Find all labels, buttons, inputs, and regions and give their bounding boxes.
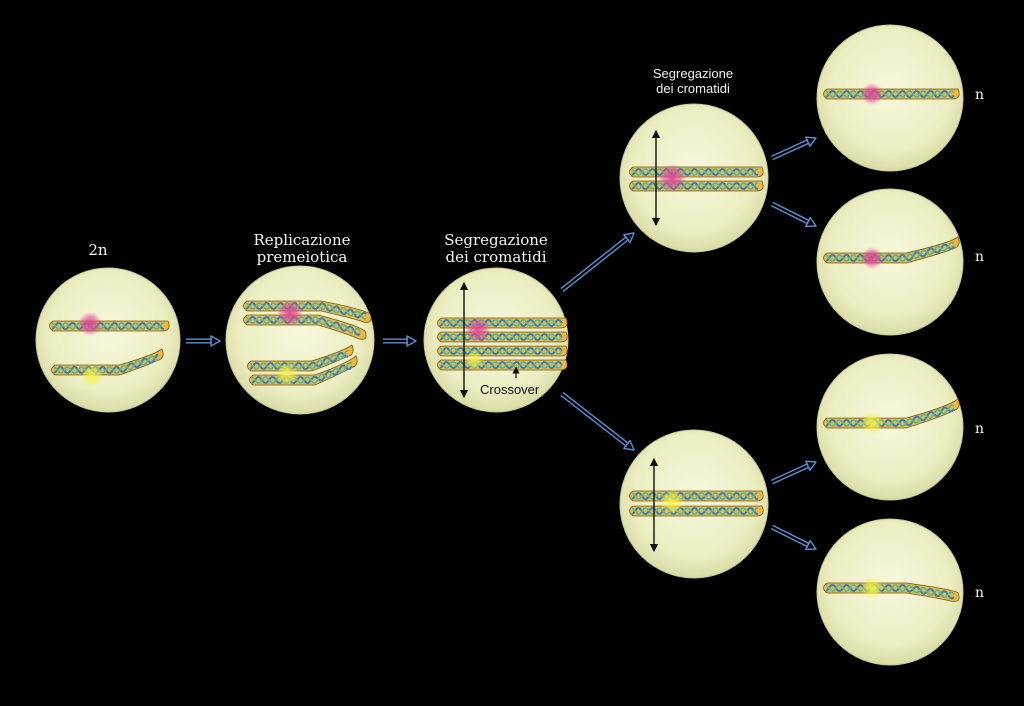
label-2n: 2n [88, 241, 108, 259]
daughter-cell-4 [816, 518, 964, 666]
label-crossover: Crossover [480, 382, 540, 397]
centromere-tetrad-magenta [465, 317, 491, 343]
arrow-to-daughter-3 [770, 460, 817, 485]
centromere-top [658, 164, 686, 192]
cell-layer [35, 24, 964, 666]
daughter-cell-2-chromosome [823, 236, 960, 264]
daughter-cell-1-chromosome [823, 88, 960, 100]
tetrad-chromatid-3 [437, 345, 568, 357]
cell-2n-circle [35, 267, 181, 413]
centromere-magenta [78, 312, 102, 336]
tetrad-chromatid-2 [437, 331, 568, 343]
arrow-to-daughter-4 [770, 524, 817, 551]
label-n-3: n [975, 421, 985, 437]
sister-chromatid-y2 [249, 355, 358, 386]
label-n-1: n [975, 87, 985, 103]
label-n-2: n [975, 249, 985, 265]
centromere-replicated-magenta [277, 300, 303, 326]
arrow-layer [186, 136, 817, 551]
tetrad-chromatid-4 [437, 359, 568, 371]
daughter-cell-4-chromosome [823, 582, 960, 602]
label-segregation-top: Segregazione dei cromatidi [652, 66, 734, 96]
arrow-to-crossover [383, 335, 417, 347]
centromere-replicated-yellow [276, 363, 298, 385]
sister-chromatid-y1 [247, 344, 354, 372]
centromere-tetrad-yellow [465, 351, 483, 369]
cell-crossover [423, 267, 569, 413]
bottom-chromatid-2 [629, 505, 764, 517]
daughter-cell-2 [816, 188, 964, 336]
arrow-to-top-segregation [560, 232, 635, 292]
cell-replication-circle [225, 265, 375, 415]
daughter-cell-2-centromere [861, 247, 883, 269]
cell-2n [35, 267, 181, 413]
chromosome-magenta [49, 320, 170, 332]
label-replication: Replicazione premeiotica [253, 231, 351, 266]
sister-chromatid-m2 [243, 314, 367, 340]
cell-segregation-bottom-circle [619, 429, 769, 579]
cell-segregation-top [619, 103, 769, 253]
daughter-cell-3-chromosome [823, 398, 960, 429]
cell-replication [225, 265, 375, 415]
sister-chromatid-m1 [243, 300, 372, 323]
daughter-cell-3 [816, 353, 964, 501]
top-chromatid-2 [629, 180, 764, 192]
top-chromatid-1 [629, 166, 764, 178]
daughter-cell-1 [816, 24, 964, 172]
arrow-to-replication [186, 335, 221, 347]
daughter-cell-3-centromere [861, 412, 883, 434]
centromere-bottom [660, 490, 684, 514]
arrow-to-bottom-segregation [560, 392, 635, 451]
bottom-chromatid-1 [629, 490, 764, 502]
label-n-4: n [975, 585, 985, 601]
tetrad-chromatid-1 [437, 317, 568, 329]
arrow-to-daughter-2 [770, 201, 817, 228]
daughter-cell-4-centromere [861, 577, 883, 599]
arrow-to-daughter-1 [770, 136, 817, 161]
daughter-cell-1-centromere [861, 83, 883, 105]
cell-segregation-bottom [619, 429, 769, 579]
chromosome-yellow [51, 348, 164, 376]
cell-segregation-top-circle [619, 103, 769, 253]
label-segregation-main: Segregazione dei cromatidi [444, 231, 548, 266]
centromere-yellow [81, 365, 103, 387]
